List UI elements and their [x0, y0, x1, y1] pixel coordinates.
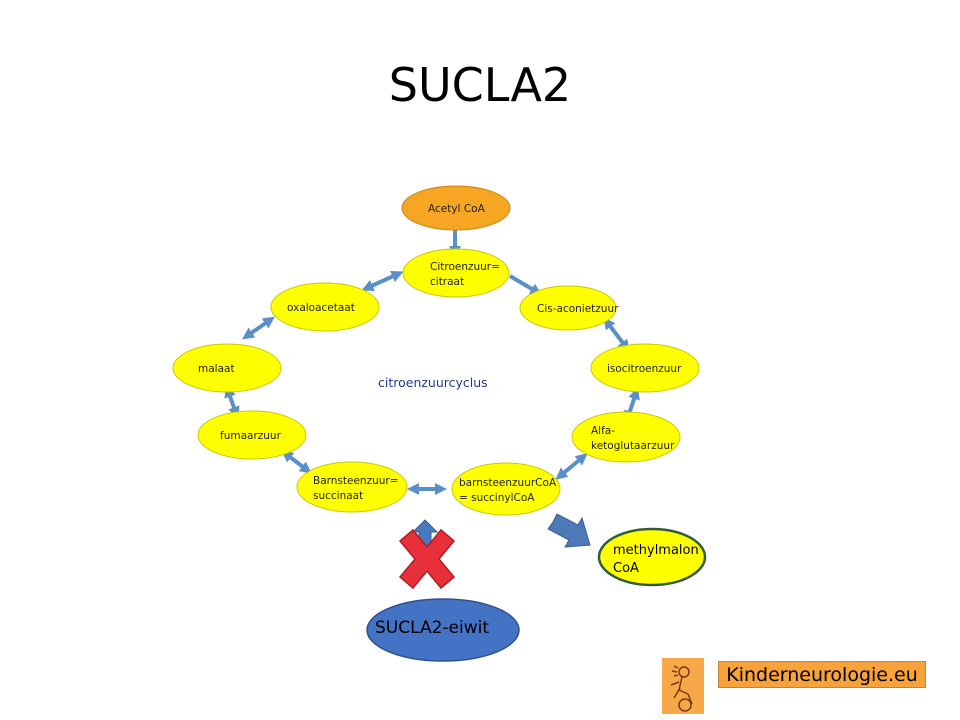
node-oxaloacetaat: oxaloacetaat: [270, 282, 380, 332]
node-malaat-label: malaat: [198, 363, 235, 375]
node-barnsteenzuurcoa-label-2: = succinylCoA: [459, 492, 535, 504]
node-methylmalon-coa: methylmalon CoA: [597, 527, 707, 587]
methylmalon-label-1: methylmalon: [613, 543, 699, 558]
node-alfa-label-2: ketoglutaarzuur: [591, 440, 675, 452]
node-cis-aconietzuur-label: Cis-aconietzuur: [537, 303, 619, 315]
brand-banner: Kinderneurologie.eu: [718, 661, 926, 688]
slide-title: SUCLA2: [388, 58, 572, 112]
methylmalon-label-2: CoA: [613, 561, 639, 576]
node-barnsteenzuur-label-1: Barnsteenzuur=: [313, 475, 399, 487]
node-acetyl-coa-label: Acetyl CoA: [428, 203, 486, 215]
node-citroenzuur-label-1: Citroenzuur=: [430, 261, 500, 273]
node-citroenzuur-label-2: citraat: [430, 276, 464, 288]
node-cis-aconietzuur: Cis-aconietzuur: [519, 285, 619, 331]
node-sucla2-eiwit: SUCLA2-eiwit: [366, 598, 520, 662]
arrow-barnsteenzuur-fumaarzuur: [281, 450, 312, 474]
node-malaat: malaat: [172, 343, 282, 393]
node-fumaarzuur: fumaarzuur: [197, 410, 307, 460]
node-citroenzuur: Citroenzuur= citraat: [402, 248, 510, 298]
cycle-label: citroenzuurcyclus: [378, 375, 488, 390]
node-isocitroenzuur: isocitroenzuur: [590, 343, 700, 393]
node-alfa-label-1: Alfa-: [591, 425, 615, 437]
blocked-cross-icon: [398, 519, 456, 590]
node-barnsteenzuur: Barnsteenzuur= succinaat: [296, 461, 408, 513]
arrow-oxaloacetaat-citroenzuur: [361, 271, 404, 291]
arrow-cis-iso: [603, 317, 630, 352]
node-barnsteenzuurcoa-label-1: barnsteenzuurCoA: [459, 477, 557, 489]
node-barnsteenzuur-label-2: succinaat: [313, 490, 363, 502]
node-fumaarzuur-label: fumaarzuur: [220, 430, 282, 442]
node-acetyl-coa: Acetyl CoA: [401, 185, 511, 231]
node-oxaloacetaat-label: oxaloacetaat: [287, 302, 355, 314]
node-isocitroenzuur-label: isocitroenzuur: [607, 363, 682, 375]
arrow-malaat-oxaloacetaat: [242, 316, 275, 340]
arrow-alfa-barnsteenzuurcoa: [555, 453, 588, 480]
arrow-fumaarzuur-malaat: [224, 385, 240, 419]
arrow-to-methylmalon: [547, 513, 591, 548]
brand-label: Kinderneurologie.eu: [726, 663, 918, 686]
kinderneurologie-logo-icon: [662, 658, 704, 714]
arrow-citroenzuur-cis: [508, 274, 543, 296]
node-barnsteenzuurcoa: barnsteenzuurCoA = succinylCoA: [451, 462, 561, 516]
cycle-arrows: [224, 230, 640, 495]
sucla2-eiwit-label: SUCLA2-eiwit: [375, 618, 489, 638]
node-alfa-ketoglutaarzuur: Alfa- ketoglutaarzuur: [571, 411, 681, 463]
